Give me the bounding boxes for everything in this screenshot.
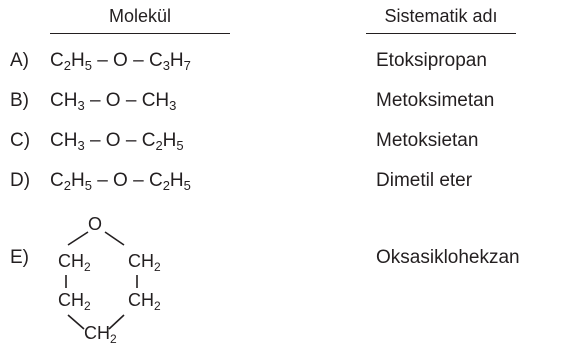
group-text: CH bbox=[58, 251, 84, 271]
formula-subscript: 5 bbox=[84, 58, 92, 73]
option-a-row: A) C2H5 – O – C3H7 Etoksipropan bbox=[0, 50, 561, 80]
systematic-name-column-header: Sistematik adı bbox=[366, 6, 516, 34]
group-subscript: 2 bbox=[84, 260, 91, 274]
formula-text: – O – C bbox=[91, 170, 163, 191]
option-d-row: D) C2H5 – O – C2H5 Dimetil eter bbox=[0, 170, 561, 200]
formula-subscript: 2 bbox=[63, 178, 71, 193]
formula-text: CH bbox=[50, 130, 78, 151]
formula-subscript: 5 bbox=[84, 178, 92, 193]
group-subscript: 2 bbox=[154, 299, 161, 313]
ring-ch2-upper-right: CH2 bbox=[128, 251, 161, 274]
group-text: CH bbox=[128, 251, 154, 271]
molecule-formula: C2H5 – O – C2H5 bbox=[50, 170, 191, 192]
option-letter: E) bbox=[10, 247, 29, 268]
formula-subscript: 3 bbox=[77, 98, 85, 113]
formula-text: – O – C bbox=[84, 130, 156, 151]
option-letter: C) bbox=[10, 130, 31, 151]
molecule-formula: CH3 – O – CH3 bbox=[50, 90, 176, 112]
formula-text: H bbox=[169, 170, 184, 191]
ring-ch2-lower-right: CH2 bbox=[128, 290, 161, 313]
option-e-row: E) Oksasiklohekzan bbox=[0, 247, 561, 277]
systematic-name: Oksasiklohekzan bbox=[376, 247, 520, 268]
ring-ch2-lower-left: CH2 bbox=[58, 290, 91, 313]
group-text: CH bbox=[84, 323, 110, 343]
group-text: CH bbox=[128, 290, 154, 310]
formula-text: – O – C bbox=[91, 50, 163, 71]
molecule-formula: C2H5 – O – C3H7 bbox=[50, 50, 191, 72]
bond-bottom-left bbox=[67, 314, 85, 330]
formula-subscript: 2 bbox=[155, 138, 163, 153]
bond-bottom-right bbox=[108, 314, 125, 330]
ring-ch2-upper-left: CH2 bbox=[58, 251, 91, 274]
formula-subscript: 3 bbox=[169, 98, 177, 113]
ring-ch2-bottom: CH2 bbox=[84, 323, 117, 346]
formula-text: – O – CH bbox=[84, 90, 170, 111]
formula-text: H bbox=[70, 50, 85, 71]
molecule-column-header: Molekül bbox=[50, 6, 230, 34]
systematic-name: Etoksipropan bbox=[376, 50, 487, 71]
molecule-formula: CH3 – O – C2H5 bbox=[50, 130, 184, 152]
formula-text: H bbox=[70, 170, 85, 191]
option-letter: A) bbox=[10, 50, 29, 71]
option-c-row: C) CH3 – O – C2H5 Metoksietan bbox=[0, 130, 561, 160]
option-letter: B) bbox=[10, 90, 29, 111]
systematic-name: Dimetil eter bbox=[376, 170, 473, 191]
formula-text: C bbox=[50, 170, 64, 191]
systematic-name: Metoksimetan bbox=[376, 90, 495, 111]
formula-subscript: 2 bbox=[63, 58, 71, 73]
formula-text: H bbox=[162, 130, 177, 151]
formula-subscript: 7 bbox=[183, 58, 191, 73]
ring-oxygen: O bbox=[88, 214, 103, 234]
group-subscript: 2 bbox=[110, 332, 117, 346]
formula-subscript: 5 bbox=[176, 138, 184, 153]
formula-subscript: 5 bbox=[183, 178, 191, 193]
formula-subscript: 3 bbox=[162, 58, 170, 73]
group-subscript: 2 bbox=[154, 260, 161, 274]
bond-o-left bbox=[67, 231, 89, 246]
bond-o-right bbox=[104, 231, 125, 246]
formula-text: C bbox=[50, 50, 64, 71]
formula-text: H bbox=[169, 50, 184, 71]
formula-subscript: 2 bbox=[162, 178, 170, 193]
group-text: CH bbox=[58, 290, 84, 310]
option-b-row: B) CH3 – O – CH3 Metoksimetan bbox=[0, 90, 561, 120]
formula-text: CH bbox=[50, 90, 78, 111]
option-letter: D) bbox=[10, 170, 31, 191]
systematic-name: Metoksietan bbox=[376, 130, 479, 151]
formula-subscript: 3 bbox=[77, 138, 85, 153]
group-subscript: 2 bbox=[84, 299, 91, 313]
